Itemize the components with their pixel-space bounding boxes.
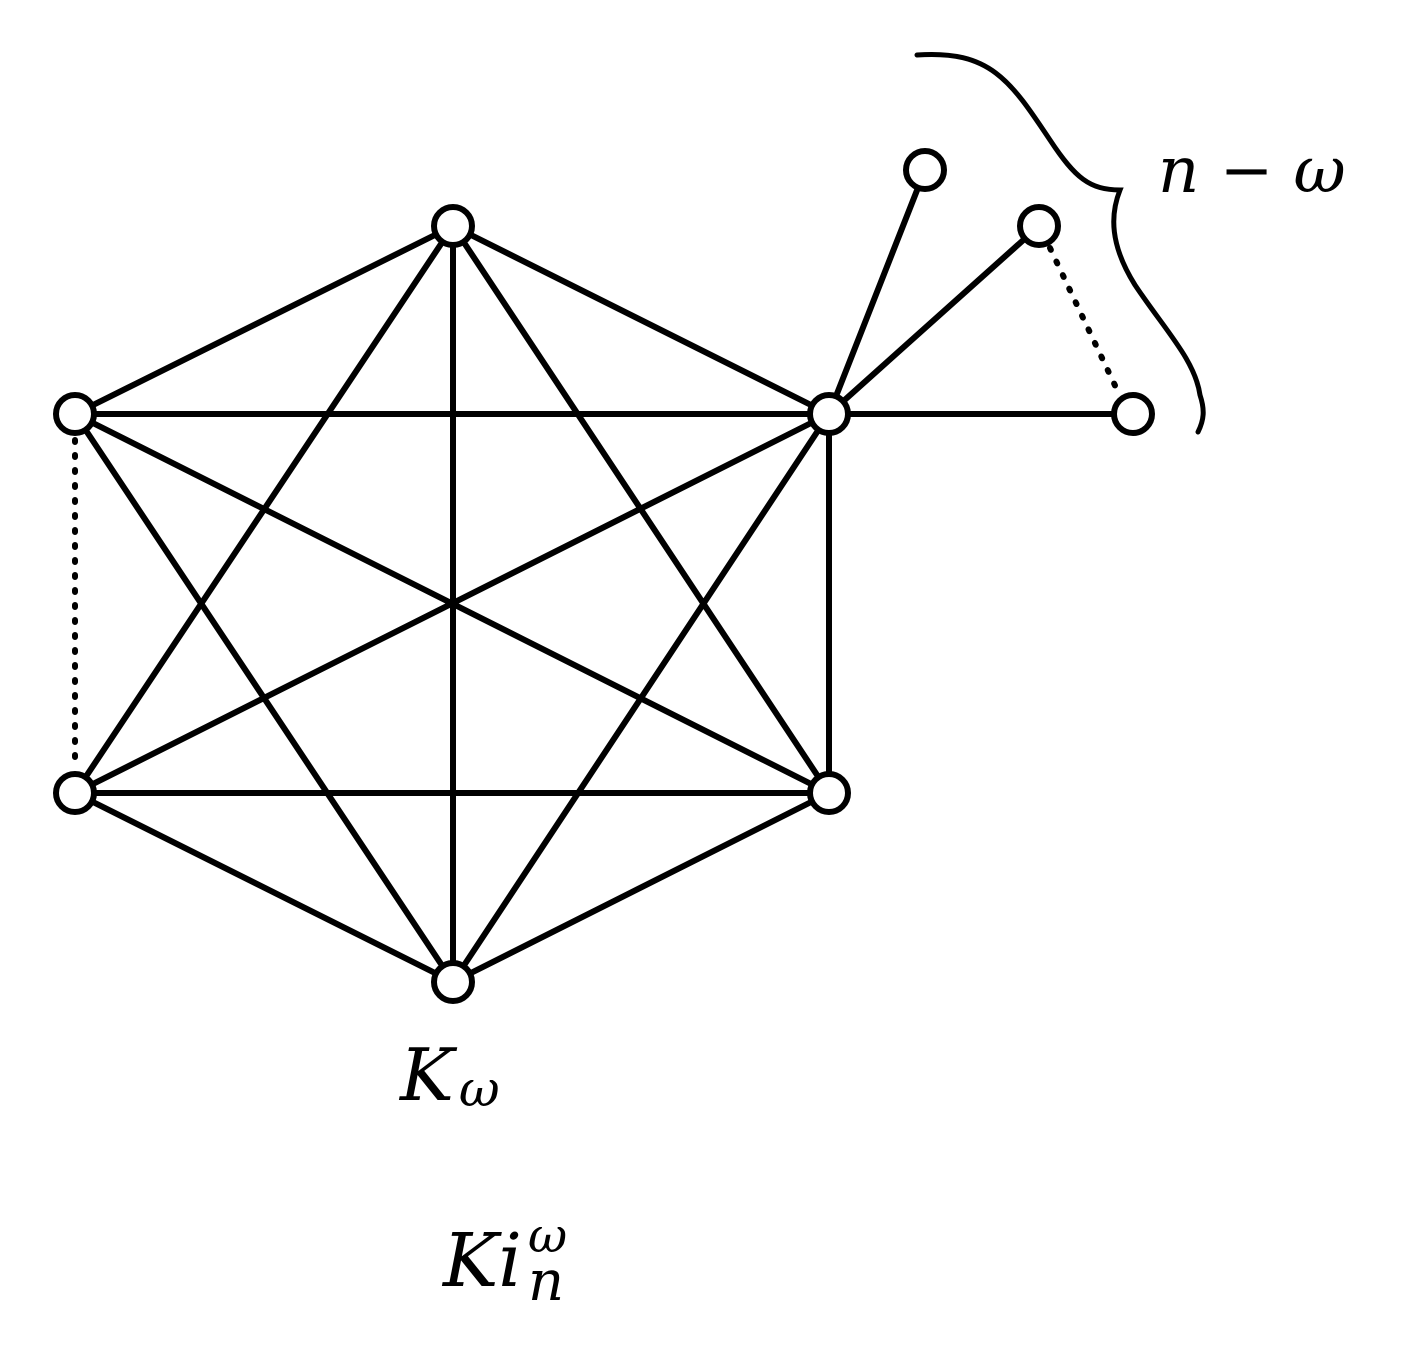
graph-label-base: Ki <box>441 1218 522 1304</box>
node-c3 <box>807 771 851 815</box>
edge-c4-c5 <box>72 790 456 985</box>
node-c1 <box>431 204 475 248</box>
clique-edges <box>72 223 832 985</box>
clique-nodes <box>53 204 851 1004</box>
pendant-nodes <box>903 148 1155 436</box>
edge-c1-c6 <box>72 223 456 417</box>
edge-c3-c4 <box>450 790 832 985</box>
graph-label-subscript: n <box>528 1249 564 1314</box>
brace-label: n − ω <box>1158 134 1346 208</box>
node-c4 <box>431 960 475 1004</box>
dotted-edge-p2-p3 <box>1047 245 1123 399</box>
node-p3 <box>1111 392 1155 436</box>
node-c2 <box>807 392 851 436</box>
edge-c2-p2 <box>826 223 1042 417</box>
clique-label: K ω <box>398 1033 500 1118</box>
edge-c4-c6 <box>72 411 456 985</box>
node-c5 <box>53 771 97 815</box>
curly-brace <box>914 51 1206 435</box>
edge-c2-p1 <box>826 167 928 417</box>
graph-label-superscript: ω <box>528 1208 567 1264</box>
node-p2 <box>1017 204 1061 248</box>
graph-label: Ki <box>441 1218 522 1304</box>
node-p1 <box>903 148 947 192</box>
node-c6 <box>53 392 97 436</box>
clique-label-base: K <box>398 1033 458 1117</box>
pendant-edges <box>826 167 1136 417</box>
edge-c1-c2 <box>450 223 832 417</box>
clique-label-subscript: ω <box>459 1060 500 1118</box>
edge-c3-c6 <box>72 411 832 796</box>
